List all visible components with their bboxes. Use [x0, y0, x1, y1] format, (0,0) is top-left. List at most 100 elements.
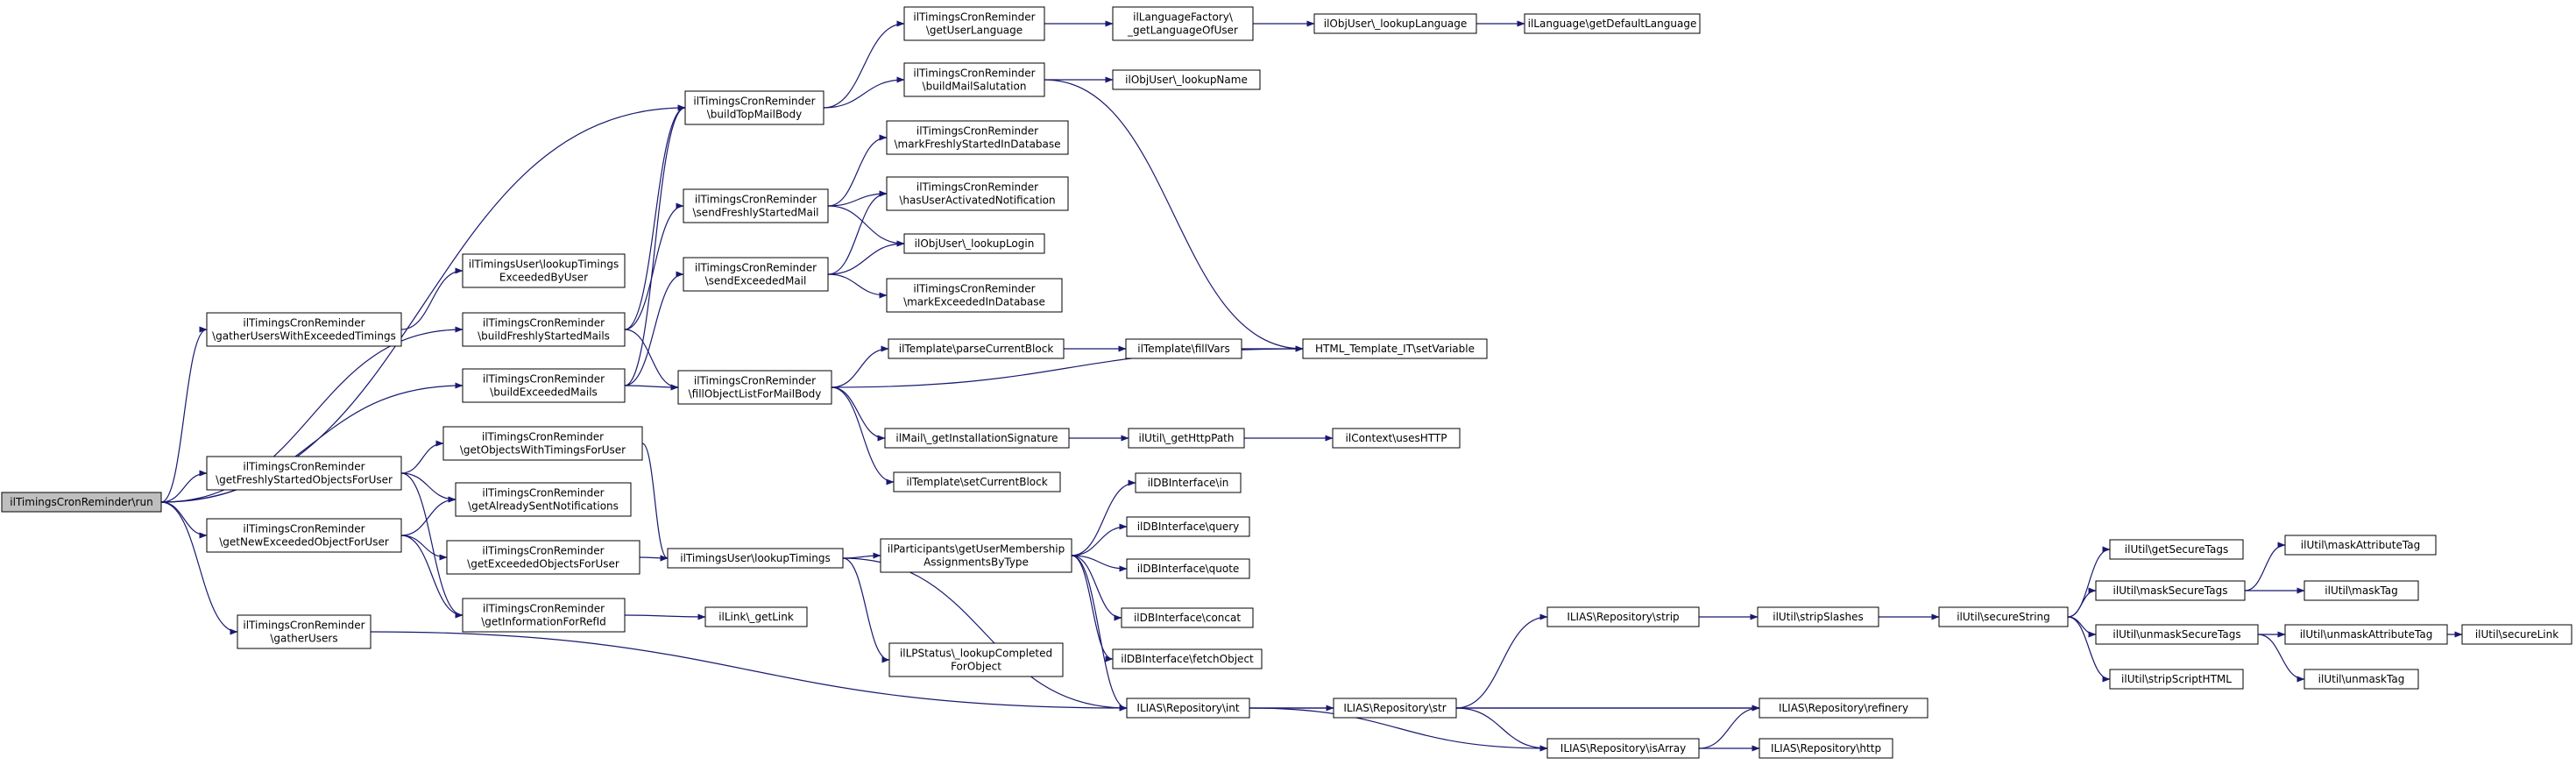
node-label: ilObjUser\_lookupName [1125, 74, 1248, 86]
node-unmaskTag[interactable]: ilUtil\unmaskTag [2304, 669, 2419, 690]
node-dbFetchObject[interactable]: ilDBInterface\fetchObject [1112, 648, 1263, 669]
node-getMembershipAssignmentsByType[interactable]: ilParticipants\getUserMembershipAssignme… [880, 538, 1072, 573]
node-label: ilTimingsCronReminder [913, 11, 1035, 24]
node-parseCurrentBlock[interactable]: ilTemplate\parseCurrentBlock [888, 338, 1065, 359]
node-sendExceededMail[interactable]: ilTimingsCronReminder\sendExceededMail [683, 257, 829, 292]
node-hasUserActivatedNotification[interactable]: ilTimingsCronReminder\hasUserActivatedNo… [886, 176, 1069, 211]
node-markExceededInDatabase[interactable]: ilTimingsCronReminder\markExceededInData… [886, 278, 1063, 313]
node-gatherUsers[interactable]: ilTimingsCronReminder\gatherUsers [237, 614, 372, 649]
edge-buildFreshlyStartedMails-to-buildTopMailBody [624, 104, 686, 330]
node-repoStr[interactable]: ILIAS\Repository\str [1333, 698, 1457, 719]
edge-buildMailSalutation-to-setVariable [1044, 79, 1304, 352]
edge-sendFreshlyStartedMail-to-lookupLogin [827, 205, 905, 247]
node-maskAttributeTag[interactable]: ilUtil\maskAttributeTag [2284, 535, 2437, 556]
node-setCurrentBlock[interactable]: ilTemplate\setCurrentBlock [893, 471, 1061, 492]
node-label: \gatherUsersWithExceededTimings [212, 330, 396, 343]
edge-getExceededObjectsForUser-to-lookupTimings [639, 555, 669, 562]
node-label: ilUtil\unmaskAttributeTag [2300, 628, 2433, 641]
node-getDefaultLanguage[interactable]: ilLanguage\getDefaultLanguage [1524, 13, 1701, 34]
node-lookupLogin[interactable]: ilObjUser\_lookupLogin [903, 233, 1045, 254]
node-buildMailSalutation[interactable]: ilTimingsCronReminder\buildMailSalutatio… [903, 62, 1045, 97]
node-fillVars[interactable]: ilTemplate\fillVars [1125, 338, 1242, 359]
node-getFreshlyStartedObjectsForUser[interactable]: ilTimingsCronReminder\getFreshlyStartedO… [206, 456, 402, 491]
node-label: ilContext\usesHTTP [1346, 432, 1447, 444]
node-lookupLanguage[interactable]: ilObjUser\_lookupLanguage [1313, 13, 1477, 34]
node-box [903, 62, 1045, 97]
edge-sendFreshlyStartedMail-to-markFreshlyStartedInDatabase [827, 134, 888, 207]
node-box [903, 6, 1045, 41]
node-label: ilUtil\maskTag [2325, 584, 2397, 597]
node-run[interactable]: ilTimingsCronReminder\run [1, 492, 162, 513]
node-label: ExceededByUser [499, 272, 588, 284]
node-repoStrip[interactable]: ILIAS\Repository\strip [1546, 606, 1700, 627]
node-getInstallationSignature[interactable]: ilMail\_getInstallationSignature [884, 428, 1070, 449]
node-getHttpPath[interactable]: ilUtil\_getHttpPath [1128, 428, 1245, 449]
node-getSecureTags[interactable]: ilUtil\getSecureTags [2109, 539, 2244, 560]
node-label: ilMail\_getInstallationSignature [895, 432, 1058, 444]
node-unmaskAttributeTag[interactable]: ilUtil\unmaskAttributeTag [2284, 624, 2448, 645]
node-lookupName[interactable]: ilObjUser\_lookupName [1112, 69, 1261, 90]
node-box [462, 598, 626, 633]
node-getObjectsWithTimingsForUser[interactable]: ilTimingsCronReminder\getObjectsWithTimi… [442, 426, 643, 461]
node-box [1112, 69, 1261, 90]
node-repoHttp[interactable]: ILIAS\Repository\http [1759, 738, 1893, 759]
node-getExceededObjectsForUser[interactable]: ilTimingsCronReminder\getExceededObjects… [446, 540, 640, 575]
node-repoInt[interactable]: ILIAS\Repository\int [1126, 698, 1250, 719]
node-box [1126, 558, 1250, 579]
node-stripSlashes[interactable]: ilUtil\stripSlashes [1757, 606, 1879, 627]
node-label: ilLanguage\getDefaultLanguage [1528, 18, 1697, 30]
node-box [462, 312, 626, 347]
edge-unmaskSecureTags-to-unmaskTag [2257, 634, 2305, 683]
node-box [683, 257, 829, 292]
node-ilLinkGetLink[interactable]: ilLink\_getLink [704, 606, 808, 627]
node-stripScriptHTML[interactable]: ilUtil\stripScriptHTML [2109, 669, 2244, 690]
edge-getNewExceededObjectForUser-to-getExceededObjectsForUser [400, 535, 448, 561]
node-label: ilLPStatus\_lookupCompleted [900, 648, 1052, 660]
node-label: ILIAS\Repository\isArray [1560, 742, 1686, 754]
node-dbConcat[interactable]: ilDBInterface\concat [1121, 607, 1254, 628]
node-repoIsArray[interactable]: ILIAS\Repository\isArray [1546, 738, 1700, 759]
node-secureString[interactable]: ilUtil\secureString [1938, 606, 2069, 627]
node-repoRefinery[interactable]: ILIAS\Repository\refinery [1759, 698, 1928, 719]
node-maskTag[interactable]: ilUtil\maskTag [2304, 580, 2419, 601]
node-lookupTimingsExceededByUser[interactable]: ilTimingsUser\lookupTimingsExceededByUse… [462, 253, 626, 288]
node-sendFreshlyStartedMail[interactable]: ilTimingsCronReminder\sendFreshlyStarted… [683, 188, 829, 223]
node-box [2304, 669, 2419, 690]
edge-getMembershipAssignmentsByType-to-repoInt [1071, 555, 1128, 712]
edge-getFreshlyStartedObjectsForUser-to-getInformationForRefId [400, 472, 464, 619]
node-getUserLanguage[interactable]: ilTimingsCronReminder\getUserLanguage [903, 6, 1045, 41]
node-buildFreshlyStartedMails[interactable]: ilTimingsCronReminder\buildFreshlyStarte… [462, 312, 626, 347]
node-secureLink[interactable]: ilUtil\secureLink [2461, 624, 2572, 645]
edge-run-to-getNewExceededObjectForUser [160, 501, 208, 539]
node-getLanguageOfUser[interactable]: ilLanguageFactory\_getLanguageOfUser [1112, 6, 1254, 41]
node-dbQuote[interactable]: ilDBInterface\quote [1126, 558, 1250, 579]
node-box [893, 471, 1061, 492]
node-getAlreadySentNotifications[interactable]: ilTimingsCronReminder\getAlreadySentNoti… [455, 482, 632, 517]
node-label: \getUserLanguage [926, 25, 1023, 37]
node-dbIn[interactable]: ilDBInterface\in [1135, 472, 1242, 493]
edge-getMembershipAssignmentsByType-to-dbQuery [1071, 523, 1128, 556]
node-fillObjectListForMailBody[interactable]: ilTimingsCronReminder\fillObjectListForM… [677, 370, 832, 405]
node-getNewExceededObjectForUser[interactable]: ilTimingsCronReminder\getNewExceededObje… [206, 518, 402, 553]
node-unmaskSecureTags[interactable]: ilUtil\unmaskSecureTags [2095, 624, 2259, 645]
node-usesHTTP[interactable]: ilContext\usesHTTP [1332, 428, 1461, 449]
node-gatherUsersWithExceededTimings[interactable]: ilTimingsCronReminder\gatherUsersWithExc… [206, 312, 402, 347]
node-getInformationForRefId[interactable]: ilTimingsCronReminder\getInformationForR… [462, 598, 626, 633]
node-buildExceededMails[interactable]: ilTimingsCronReminder\buildExceededMails [462, 368, 626, 403]
node-setVariable[interactable]: HTML_Template_IT\setVariable [1302, 338, 1488, 359]
node-label: ilLanguageFactory\ [1133, 11, 1234, 24]
node-lookupTimings[interactable]: ilTimingsUser\lookupTimings [667, 548, 844, 569]
node-buildTopMailBody[interactable]: ilTimingsCronReminder\buildTopMailBody [684, 90, 824, 125]
node-box [1125, 338, 1242, 359]
node-label: \sendExceededMail [705, 275, 807, 287]
node-box [2109, 669, 2244, 690]
edge-buildExceededMails-to-fillObjectListForMailBody [624, 384, 679, 391]
node-label: ilTimingsCronReminder [916, 181, 1038, 194]
node-markFreshlyStartedInDatabase[interactable]: ilTimingsCronReminder\markFreshlyStarted… [886, 120, 1069, 155]
node-maskSecureTags[interactable]: ilUtil\maskSecureTags [2095, 580, 2246, 601]
node-box [1546, 738, 1700, 759]
node-dbQuery[interactable]: ilDBInterface\query [1126, 516, 1250, 537]
node-box [237, 614, 372, 649]
edge-run-to-buildFreshlyStartedMails [160, 326, 464, 503]
